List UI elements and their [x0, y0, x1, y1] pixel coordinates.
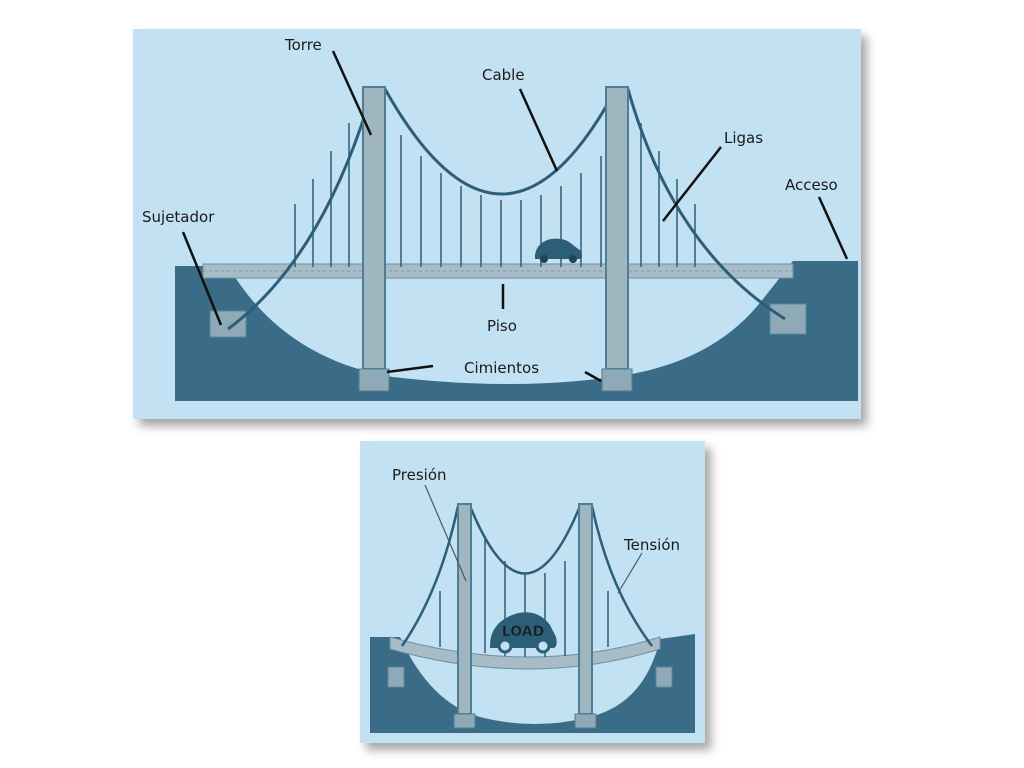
- pointer-cimientos-left: [386, 364, 434, 374]
- label-piso: Piso: [487, 317, 517, 335]
- main-cable-left: [227, 88, 375, 331]
- label-tension: Tensión: [623, 536, 680, 554]
- tower-right: [605, 86, 629, 370]
- tower-right: [578, 503, 593, 715]
- anchor-right: [655, 666, 673, 688]
- tower-left: [362, 86, 386, 370]
- anchor-left: [387, 666, 405, 688]
- label-ligas: Ligas: [724, 129, 763, 147]
- main-cable-right: [626, 88, 786, 321]
- pointer-presion: [424, 484, 467, 582]
- label-load: LOAD: [502, 624, 544, 640]
- main-cable-left: [400, 505, 460, 647]
- pointer-lines: [424, 484, 643, 594]
- main-cable-center: [468, 505, 582, 575]
- load-car-icon: [490, 612, 557, 654]
- foundation-left: [358, 368, 390, 392]
- pointer-tension: [617, 552, 643, 594]
- pointer-cimientos-right: [584, 370, 602, 383]
- pointer-sujetador: [181, 231, 223, 326]
- pointer-lines: [181, 50, 849, 383]
- label-presion: Presión: [392, 466, 447, 484]
- pointer-cable: [518, 88, 559, 172]
- pointer-ligas: [662, 146, 722, 222]
- car-icon: [535, 238, 582, 263]
- main-cable-center: [383, 88, 618, 196]
- bridge-forces-diagram: LOAD Presión Tensión: [360, 441, 705, 743]
- bridge-forces-panel: LOAD Presión Tensión: [360, 441, 705, 743]
- label-cable: Cable: [482, 66, 525, 84]
- label-cimientos: Cimientos: [464, 359, 539, 377]
- label-acceso: Acceso: [785, 176, 838, 194]
- foundation-right: [574, 713, 597, 729]
- bridge-parts-diagram: Torre Cable Ligas Acceso Sujetador Piso …: [133, 29, 861, 419]
- foundation-left: [453, 713, 476, 729]
- foundation-right: [601, 368, 633, 392]
- label-sujetador: Sujetador: [142, 208, 215, 226]
- ground-bank: [175, 261, 858, 401]
- main-cable-right: [590, 505, 653, 647]
- anchor-right: [769, 303, 807, 335]
- ground-bank: [370, 634, 695, 733]
- pointer-acceso: [817, 196, 849, 260]
- tower-left: [457, 503, 472, 715]
- label-torre: Torre: [284, 36, 322, 54]
- bridge-parts-panel: Torre Cable Ligas Acceso Sujetador Piso …: [133, 29, 861, 419]
- pointer-torre: [331, 50, 373, 136]
- anchor-left: [209, 310, 247, 338]
